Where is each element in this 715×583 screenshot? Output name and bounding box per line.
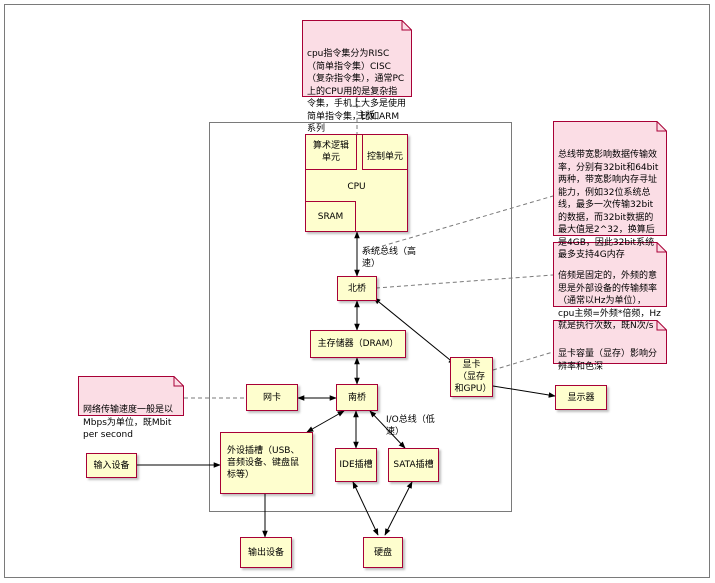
note-bus-width: 总线带宽影响数据传输效率，分别有32bit和64bit两种，带宽影响内存寻址能力… — [553, 121, 667, 260]
edge-sata-disk — [384, 481, 413, 536]
io-bus-label: I/O总线（低速） — [386, 415, 435, 437]
system-bus-label: 系统总线（高速） — [362, 247, 417, 269]
note-link-bus-width — [361, 195, 554, 253]
dram-node: 主存储器（DRAM） — [310, 330, 406, 358]
edge-ide-disk — [352, 481, 379, 536]
sata-slot-label: SATA插槽 — [393, 460, 434, 470]
ide-slot-node: IDE插槽 — [335, 448, 377, 482]
ide-slot-label: IDE插槽 — [339, 460, 373, 470]
note-network-speed: 网络传输速度一般是以Mbps为单位，既Mbit per second — [78, 376, 184, 440]
control-unit: 控制单元 — [362, 134, 408, 170]
gpu-label: 显卡（显存和GPU） — [454, 360, 492, 394]
southbridge-node: 南桥 — [336, 384, 378, 411]
alu-label: 算术逻辑单元 — [312, 141, 349, 163]
sram-unit: SRAM — [305, 201, 356, 232]
note-gpu-memory: 显卡容量（显存）影响分辨率和色深 — [553, 320, 667, 372]
nic-label: 网卡 — [262, 392, 281, 403]
output-device-node: 输出设备 — [240, 537, 292, 568]
note-frequency-text: 倍频是固定的，外频的意思是外部设备的传输频率（通常以Hz为单位），cpu主频=外… — [558, 271, 661, 331]
input-device-label: 输入设备 — [93, 460, 130, 471]
edge-southbridge-peripheral — [306, 410, 345, 433]
southbridge-label: 南桥 — [347, 392, 366, 403]
nic-node: 网卡 — [246, 384, 298, 411]
dram-label: 主存储器（DRAM） — [317, 339, 399, 349]
note-cpu-isa: cpu指令集分为RISC（简单指令集）CISC（复杂指令集），通常PC上的CPU… — [302, 20, 412, 134]
mainboard-label: 主板 — [357, 111, 376, 121]
control-unit-label: 控制单元 — [366, 152, 403, 162]
note-cpu-isa-text: cpu指令集分为RISC（简单指令集）CISC（复杂指令集），通常PC上的CPU… — [307, 49, 407, 134]
disk-node: 硬盘 — [363, 537, 403, 568]
gpu-node: 显卡（显存和GPU） — [450, 357, 493, 397]
display-label: 显示器 — [567, 392, 595, 403]
note-bus-width-text: 总线带宽影响数据传输效率，分别有32bit和64bit两种，带宽影响内存寻址能力… — [558, 150, 659, 260]
edge-southbridge-sata — [369, 410, 406, 449]
peripheral-slot-label: 外设插槽（USB、音频设备、键盘鼠标等） — [227, 446, 300, 480]
sram-label: SRAM — [317, 211, 344, 222]
northbridge-label: 北桥 — [347, 283, 366, 294]
peripheral-slot-node: 外设插槽（USB、音频设备、键盘鼠标等） — [220, 432, 313, 494]
note-link-frequency — [375, 274, 554, 289]
note-frequency: 倍频是固定的，外频的意思是外部设备的传输频率（通常以Hz为单位），cpu主频=外… — [553, 242, 667, 331]
note-link-gpu-memory — [492, 351, 554, 371]
input-device-node: 输入设备 — [86, 453, 137, 478]
cpu-label: CPU — [347, 182, 366, 192]
display-node: 显示器 — [555, 385, 607, 410]
edge-northbridge-gpu — [373, 297, 456, 365]
note-network-speed-text: 网络传输速度一般是以Mbps为单位，既Mbit per second — [83, 405, 174, 440]
sata-slot-node: SATA插槽 — [388, 448, 439, 482]
disk-label: 硬盘 — [373, 547, 392, 558]
note-gpu-memory-text: 显卡容量（显存）影响分辨率和色深 — [558, 349, 658, 372]
northbridge-node: 北桥 — [337, 276, 377, 301]
output-device-label: 输出设备 — [247, 547, 284, 558]
edge-gpu-display — [492, 385, 556, 398]
alu-unit: 算术逻辑单元 — [305, 134, 357, 170]
